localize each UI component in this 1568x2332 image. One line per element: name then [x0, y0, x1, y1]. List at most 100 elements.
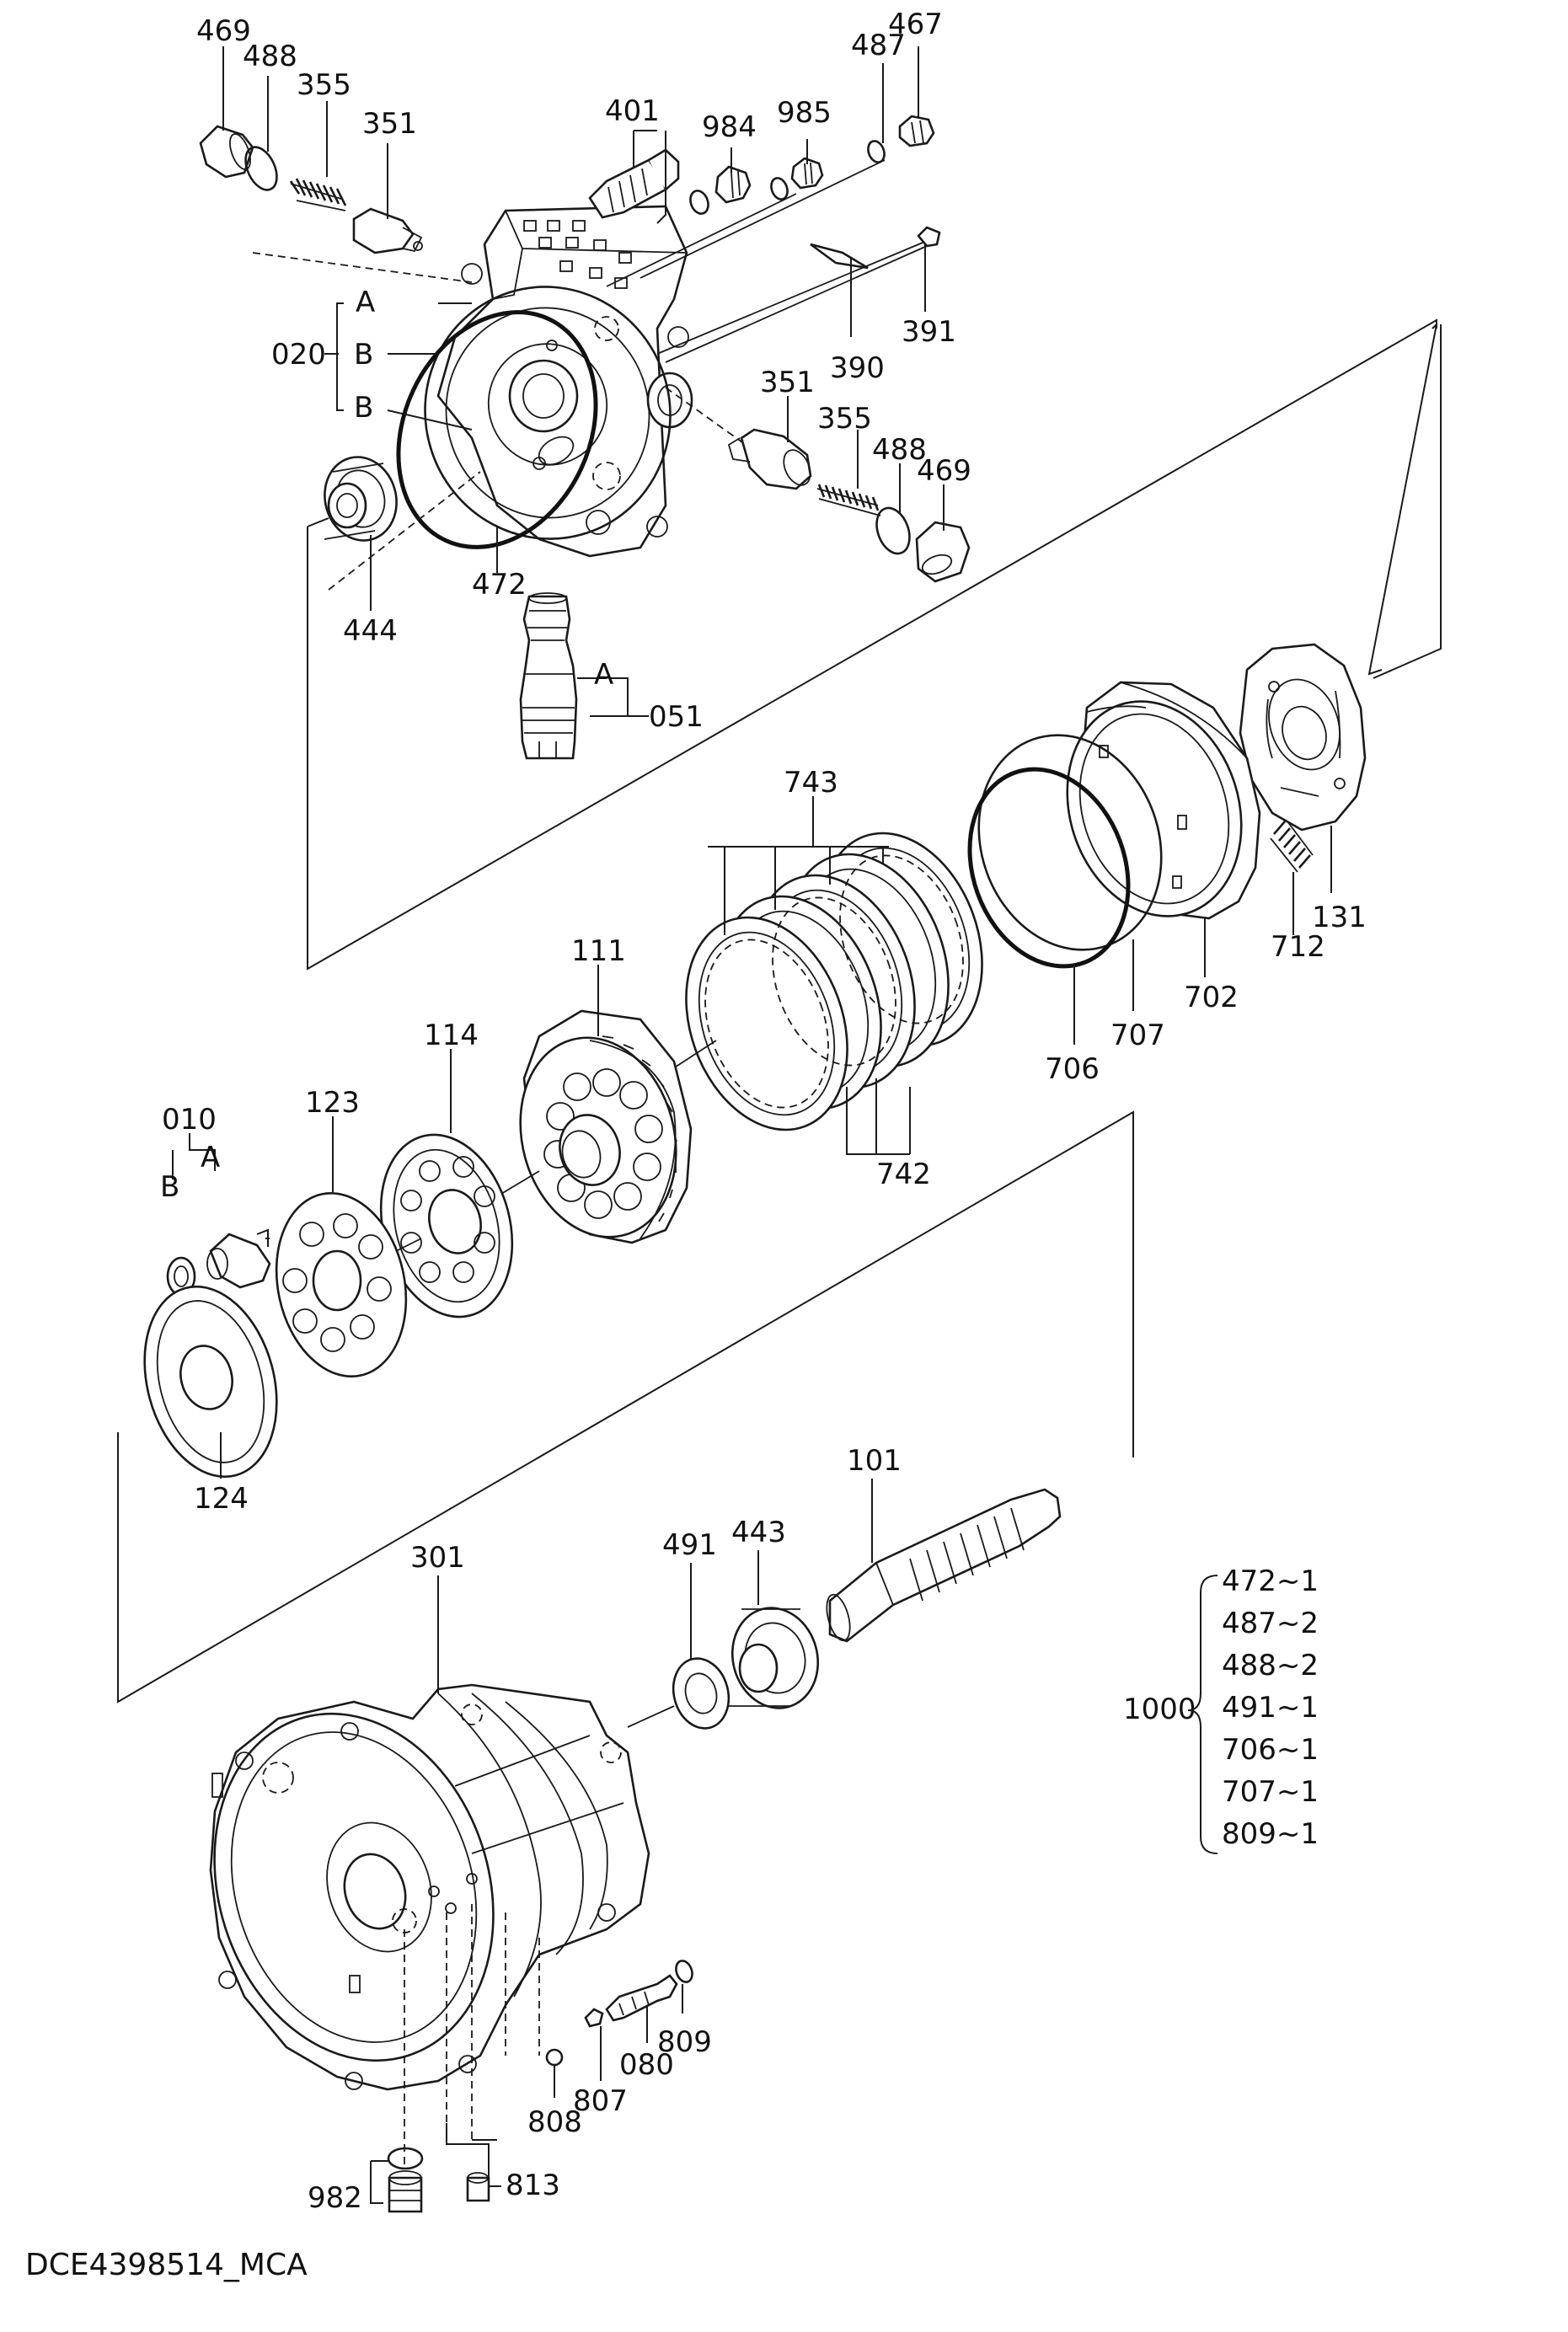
o-ring-809 [675, 1960, 693, 1983]
label-985: 985 [777, 96, 832, 130]
drawing-code: DCE4398514_MCA [25, 2248, 308, 2282]
plug-807 [584, 2008, 604, 2028]
label-A-010: A [201, 1141, 220, 1174]
label-743: 743 [784, 766, 838, 800]
valve-plate-131 [1239, 643, 1367, 832]
label-101: 101 [847, 1444, 902, 1478]
shaft-101 [826, 1488, 1062, 1643]
label-355-upper: 355 [297, 68, 351, 102]
ball-808 [545, 2048, 564, 2067]
kit-item: 706~1 [1222, 1733, 1319, 1767]
valve-cover-assembly [396, 205, 693, 558]
retainer-plate-114 [379, 1133, 514, 1318]
label-707: 707 [1110, 1019, 1165, 1052]
label-702: 702 [1184, 981, 1239, 1014]
label-712: 712 [1271, 930, 1325, 964]
oil-seal-491 [672, 1657, 730, 1730]
label-B-020-b: B [354, 391, 373, 425]
label-124: 124 [194, 1482, 249, 1516]
friction-plates-743 [685, 832, 983, 1131]
plug-469-upper [199, 125, 254, 179]
screw-391 [656, 226, 941, 363]
label-114: 114 [424, 1019, 479, 1052]
label-131: 131 [1312, 901, 1367, 934]
label-487: 487 [851, 29, 906, 62]
kit-number: 1000 [1123, 1693, 1196, 1726]
kit-item: 707~1 [1222, 1775, 1319, 1809]
label-469-upper: 469 [196, 14, 251, 48]
o-ring-488-lower [875, 506, 911, 555]
relief-valve-051 [519, 592, 578, 760]
plug-401 [588, 148, 680, 219]
leader-lines [172, 46, 1332, 2204]
kit-item: 488~2 [1222, 1649, 1319, 1682]
label-351-lower: 351 [760, 366, 815, 399]
kit-item: 809~1 [1222, 1817, 1319, 1851]
kit-item: 491~1 [1222, 1691, 1319, 1725]
label-111: 111 [571, 934, 626, 968]
plug-984 [714, 165, 752, 204]
part-number-labels: 469 488 355 351 401 984 985 487 467 391 … [160, 8, 1367, 2215]
plug-982 [388, 2170, 423, 2213]
o-ring-985 [770, 177, 789, 201]
seal-kit-list: 1000 472~1 487~2 488~2 491~1 706~1 707~1 809~1 [1123, 1564, 1319, 1854]
label-A-051: A [594, 658, 613, 692]
label-706: 706 [1045, 1052, 1100, 1086]
label-B-020-a: B [354, 338, 373, 372]
label-467: 467 [888, 8, 943, 41]
label-469-lower: 469 [917, 454, 971, 488]
label-123: 123 [305, 1086, 360, 1120]
brake-piston-702 [1066, 681, 1261, 920]
label-301: 301 [410, 1541, 465, 1575]
label-020: 020 [271, 338, 326, 372]
label-742: 742 [876, 1158, 931, 1191]
o-ring-984 [689, 190, 709, 215]
poppet-351-lower [727, 428, 812, 490]
label-472: 472 [472, 568, 527, 602]
label-401: 401 [605, 94, 660, 128]
label-491: 491 [662, 1528, 717, 1562]
label-813: 813 [506, 2169, 560, 2202]
label-391: 391 [902, 315, 956, 349]
label-051: 051 [649, 700, 704, 734]
label-807: 807 [573, 2084, 628, 2118]
bearing-444 [324, 456, 398, 542]
valve-080 [605, 1974, 678, 2022]
kit-item: 487~2 [1222, 1607, 1319, 1640]
spring-355-upper [289, 178, 347, 211]
name-plate-390 [810, 243, 869, 270]
spring-712 [1270, 821, 1314, 873]
shoe-plate-123 [275, 1191, 408, 1378]
label-010: 010 [162, 1103, 217, 1137]
label-444: 444 [343, 614, 398, 648]
kit-brace [1187, 1575, 1218, 1854]
label-080: 080 [619, 2048, 674, 2082]
label-A-020: A [356, 286, 375, 319]
label-443: 443 [731, 1516, 786, 1549]
swash-plate-124 [143, 1285, 278, 1479]
label-808: 808 [527, 2105, 582, 2139]
label-488-upper: 488 [243, 40, 297, 73]
label-355-lower: 355 [817, 402, 872, 436]
label-488-lower: 488 [872, 433, 927, 467]
label-B-010: B [160, 1170, 179, 1204]
o-ring-982 [387, 2147, 424, 2170]
label-390: 390 [830, 351, 885, 385]
plug-469-lower [915, 521, 971, 583]
poppet-351-upper [352, 207, 423, 254]
bearing-443 [725, 1607, 820, 1709]
o-ring-488-upper [244, 146, 278, 191]
label-982: 982 [308, 2181, 362, 2215]
housing-301 [209, 1683, 650, 2091]
label-984: 984 [702, 110, 757, 144]
o-ring-706 [967, 767, 1131, 969]
plug-813 [466, 2172, 490, 2202]
cylinder-block-111 [519, 1009, 693, 1244]
spring-355-lower [816, 484, 881, 516]
plug-467 [898, 115, 935, 147]
kit-item: 472~1 [1222, 1564, 1319, 1598]
pivot-010 [166, 1233, 271, 1297]
label-809: 809 [657, 2025, 712, 2059]
label-351-upper: 351 [362, 107, 417, 141]
